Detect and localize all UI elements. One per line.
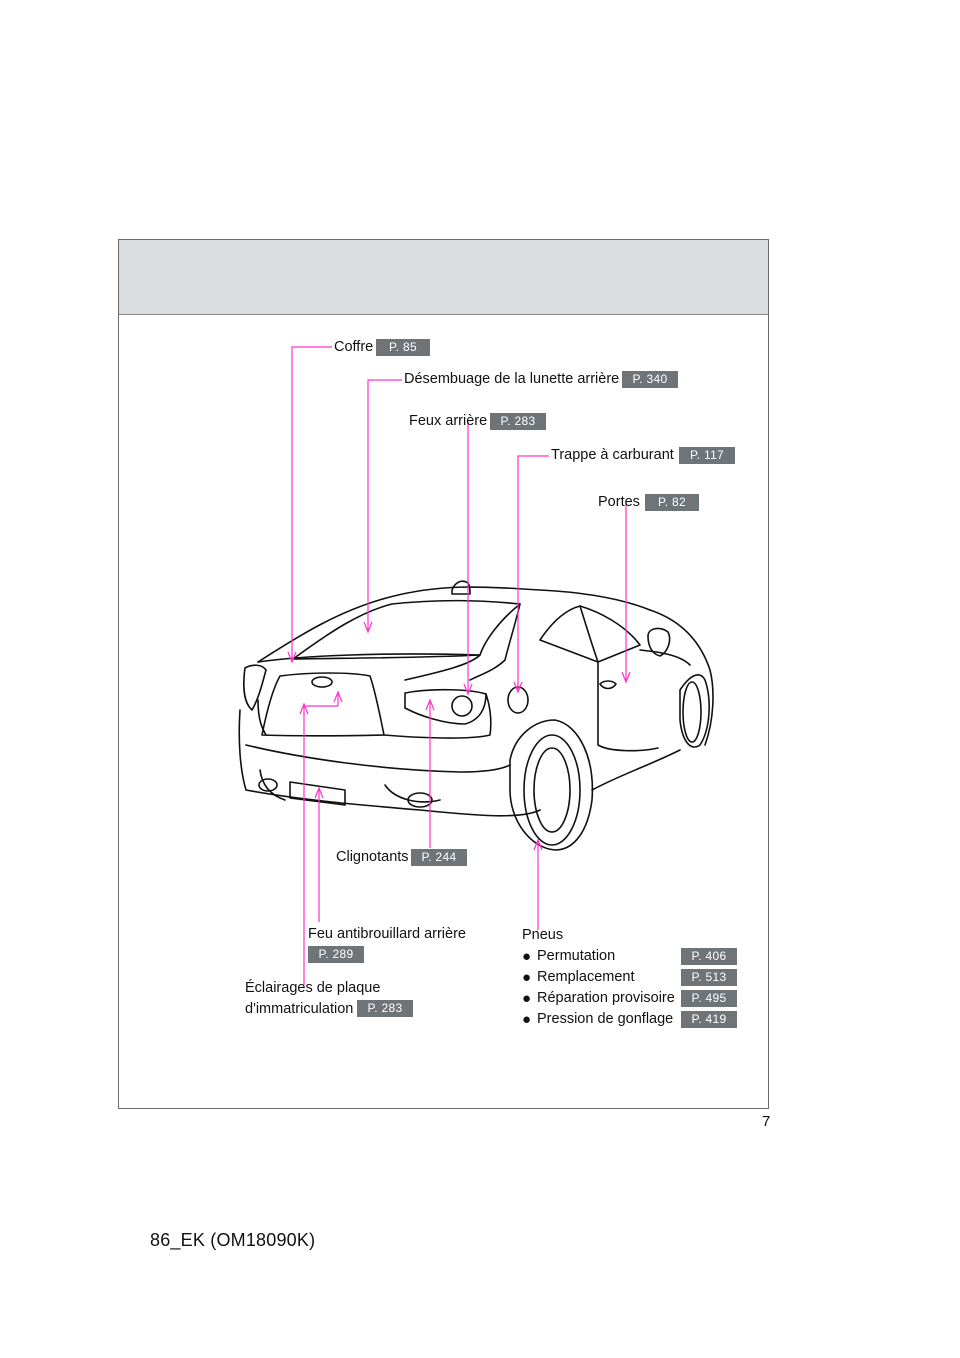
pneus-item-label: Réparation provisoire <box>537 990 675 1006</box>
page-ref-trappe[interactable]: P. 117 <box>679 447 735 464</box>
leader-coffre <box>291 346 332 660</box>
label-desembuage: Désembuage de la lunette arrière <box>404 371 620 387</box>
bullet-icon: ● <box>522 948 532 965</box>
label-trappe: Trappe à carburant <box>551 447 674 463</box>
label-coffre: Coffre <box>334 339 374 355</box>
pneus-item-label: Permutation <box>537 948 616 964</box>
label-portes: Portes <box>598 494 640 510</box>
pneus-item-label: Remplacement <box>537 969 635 985</box>
bullet-icon: ● <box>522 969 532 986</box>
bullet-icon: ● <box>522 990 532 1007</box>
page-number: 7 <box>762 1113 771 1130</box>
pneus-item-page[interactable]: P. 406 <box>681 948 737 965</box>
leader-lines <box>287 346 631 985</box>
label-eclairages-line2: d'immatriculation <box>245 1001 354 1017</box>
pneus-item-label: Pression de gonflage <box>537 1011 674 1027</box>
leader-desembuage <box>367 379 402 630</box>
label-eclairages-line1: Éclairages de plaque <box>245 980 381 996</box>
car-illustration <box>238 580 714 851</box>
page-ref-feu-antibrouillard[interactable]: P. 289 <box>308 946 364 963</box>
label-feu-antibrouillard: Feu antibrouillard arrière <box>308 926 466 942</box>
page-ref-portes[interactable]: P. 82 <box>645 494 699 511</box>
pneus-item-page[interactable]: P. 495 <box>681 990 737 1007</box>
page-ref-clignotants[interactable]: P. 244 <box>411 849 467 866</box>
page-ref-desembuage[interactable]: P. 340 <box>622 371 678 388</box>
page-ref-eclairages[interactable]: P. 283 <box>357 1000 413 1017</box>
pneus-title: Pneus <box>522 927 564 943</box>
label-feux-arriere: Feux arrière <box>409 413 488 429</box>
label-clignotants: Clignotants <box>336 849 409 865</box>
footer-code: 86_EK (OM18090K) <box>150 1230 316 1250</box>
pneus-item-page[interactable]: P. 513 <box>681 969 737 986</box>
page-ref-feux-arriere[interactable]: P. 283 <box>490 413 546 430</box>
leader-eclairages <box>303 694 339 985</box>
leader-trappe <box>517 455 549 690</box>
header-band <box>119 240 768 315</box>
bullet-icon: ● <box>522 1011 532 1028</box>
pneus-item-page[interactable]: P. 419 <box>681 1011 737 1028</box>
page-ref-coffre[interactable]: P. 85 <box>376 339 430 356</box>
